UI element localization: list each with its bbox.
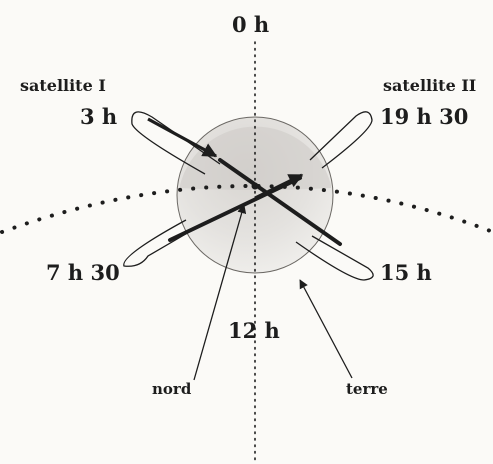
arrow-3h — [147, 117, 218, 158]
label-12h: 12 h — [228, 318, 280, 343]
earth-pointer — [299, 279, 353, 379]
label-3h: 3 h — [80, 104, 118, 129]
label-7h30: 7 h 30 — [46, 260, 120, 285]
label-terre: terre — [346, 380, 388, 398]
label-0h: 0 h — [232, 12, 270, 37]
satellite-1-orbit-upper — [131, 111, 221, 175]
satellite-2-orbit-lower — [123, 219, 197, 267]
satellite-2-orbit-upper — [309, 111, 373, 169]
arrow-19h30 — [254, 173, 304, 200]
center-point — [251, 182, 259, 190]
satellite-1-orbit-lower — [295, 235, 374, 281]
label-satellite-2: satellite II — [383, 76, 477, 95]
satellite-1-track — [218, 158, 342, 246]
label-15h: 15 h — [380, 260, 432, 285]
label-nord: nord — [152, 380, 192, 398]
earth-shaded-half — [180, 126, 331, 190]
orbit-arc — [0, 184, 493, 234]
label-satellite-1: satellite I — [20, 76, 106, 95]
north-pointer — [193, 204, 247, 381]
label-19h30: 19 h 30 — [380, 104, 469, 129]
